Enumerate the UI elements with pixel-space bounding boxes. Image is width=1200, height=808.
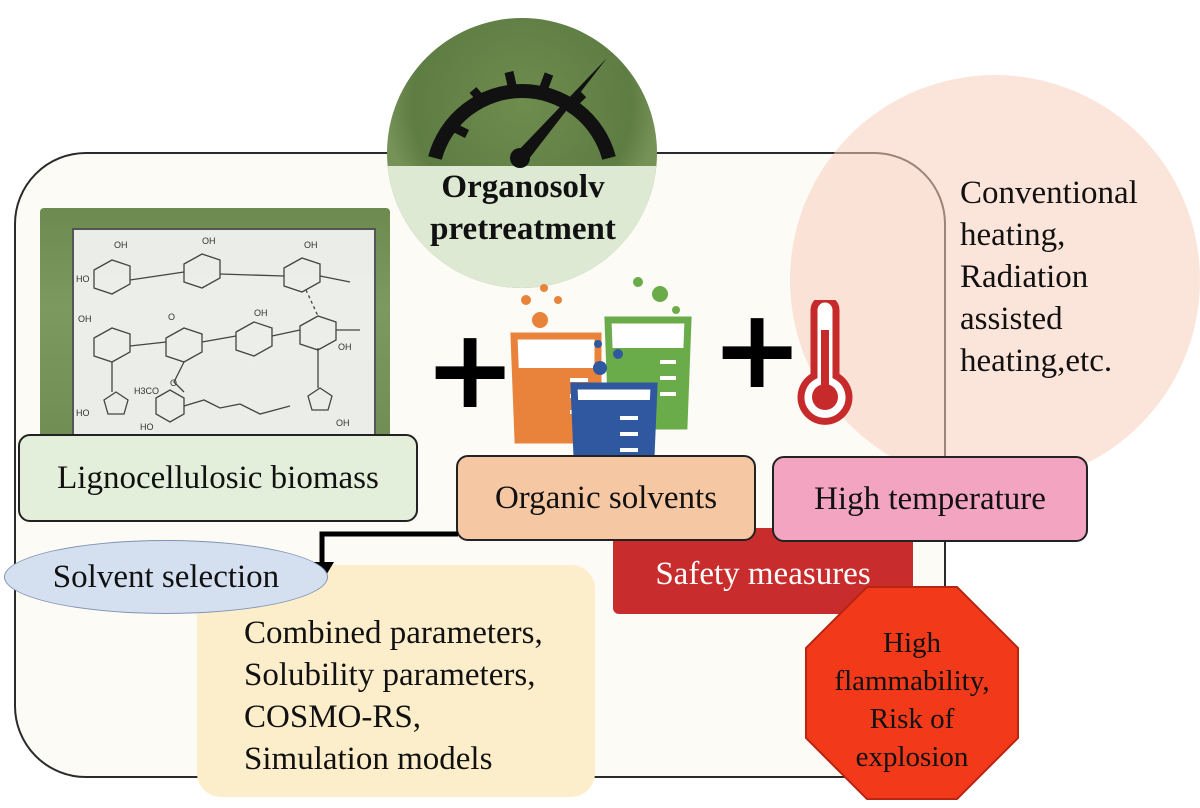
criteria-item: COSMO-RS, [244,699,421,735]
title-line: Organosolv [441,169,605,205]
o-label: O [168,312,175,322]
temperature-label: High temperature [814,480,1046,517]
sugar-ring [283,257,321,293]
structure-drawing: OH HO OH OH OH O OH OH HO O H3CO HO OH [76,236,360,432]
oh-label: OH [336,418,350,428]
sugar-ring [235,321,273,357]
safety-label: Safety measures [655,555,871,592]
ester-chain [183,399,291,415]
sugar-ring [165,327,203,363]
ho-label: HO [76,408,90,418]
plus-icon: + [424,305,517,433]
heating-line: Conventional [960,175,1138,211]
arabinose-ring [307,348,333,411]
biomass-label-box: Lignocellulosic biomass [18,434,418,522]
glycosidic-bond [129,329,360,347]
heating-line: heating,etc. [960,343,1113,379]
gauge-label-area [387,166,657,288]
sugar-ring [299,315,337,351]
oh-label: OH [254,308,268,318]
risk-line: flammability, [834,665,990,697]
heating-line: Radiation [960,259,1089,295]
risk-line: High [883,627,941,659]
oh-label: OH [304,240,318,250]
selection-criteria-list: Combined parameters, Solubility paramete… [244,612,543,780]
lignocellulose-structure: OH HO OH OH OH O OH OH HO O H3CO HO OH [72,228,376,454]
criteria-item: Solubility parameters, [244,657,536,693]
high-temperature-box: High temperature [772,456,1088,542]
heating-line: heating, [960,217,1066,253]
plus-icon: + [711,285,804,413]
solvent-selection-label: Solvent selection [52,558,280,595]
pretreatment-gauge-circle [387,18,657,288]
heating-methods-text: Conventional heating, Radiation assisted… [960,172,1138,382]
acetyl-group [173,361,185,393]
sugar-ring [93,259,131,295]
page-title: Organosolv pretreatment [410,166,636,250]
risk-octagon [805,586,1019,800]
solvent-selection-ellipse: Solvent selection [4,540,328,614]
sugar-ring [93,327,131,363]
thermometer-icon [797,300,853,425]
methoxy-label: H3CO [134,386,159,396]
title-line: pretreatment [430,211,616,247]
arabinose-ring [103,362,129,415]
heating-line: assisted [960,301,1063,337]
ho-label: HO [76,274,90,284]
risk-text: High flammability, Risk of explosion [804,624,1020,776]
organic-solvents-box: Organic solvents [456,455,756,541]
ferulate-ring [155,389,185,423]
oh-label: OH [338,342,352,352]
oh-label: OH [114,240,128,250]
oh-label: OH [78,314,92,324]
biomass-label: Lignocellulosic biomass [57,459,379,496]
o-label: O [170,378,177,388]
oh-label: OH [202,236,216,246]
solvent-beakers [510,277,692,484]
risk-line: Risk of [869,703,955,735]
ho-label: HO [140,422,154,432]
safety-measures-box: Safety measures [613,528,913,614]
criteria-item: Combined parameters, [244,615,543,651]
branch-bond [305,289,319,317]
speedometer-icon [428,58,616,168]
glycosidic-bond [129,271,351,283]
solvents-label: Organic solvents [494,479,718,516]
risk-line: explosion [855,741,969,773]
criteria-item: Simulation models [244,741,493,777]
heating-methods-circle [790,75,1200,485]
sugar-ring [183,253,221,289]
